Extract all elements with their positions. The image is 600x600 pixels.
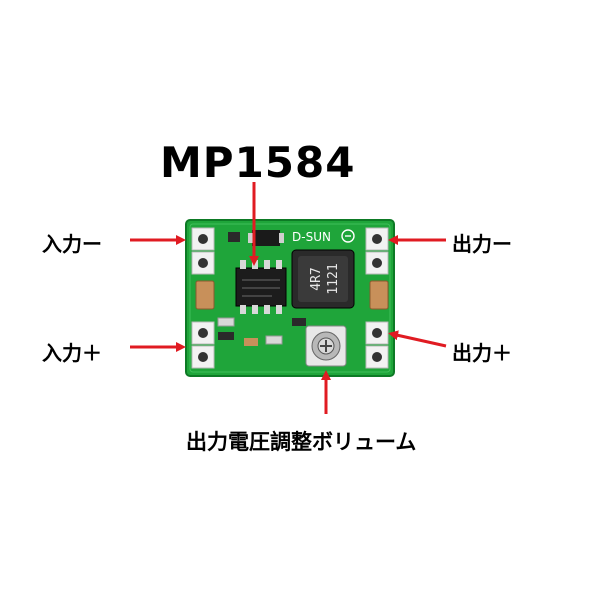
input-positive-label: 入力＋: [42, 341, 102, 365]
svg-text:1121: 1121: [326, 263, 341, 294]
output-positive-pads: [365, 321, 389, 369]
output-voltage-potentiometer: [305, 325, 347, 367]
input-negative-label: 入力ー: [42, 232, 102, 256]
output-negative-pads: [365, 227, 389, 275]
minus-symbol-icon: [341, 229, 355, 243]
input-capacitor: [195, 280, 215, 310]
output-capacitor: [369, 280, 389, 310]
mp1584-ic: [235, 260, 287, 314]
input-negative-pads: [191, 227, 215, 275]
voltage-adjust-label: 出力電圧調整ボリューム: [186, 430, 417, 454]
inductor: 4R7 1121: [291, 249, 355, 309]
output-negative-label: 出力ー: [452, 232, 512, 256]
pcb-board: [185, 219, 395, 377]
svg-text:4R7: 4R7: [309, 267, 324, 290]
arrow-output-positive: [388, 330, 447, 348]
input-positive-pads: [191, 321, 215, 369]
output-positive-label: 出力＋: [452, 341, 512, 365]
chip-name-title: MP1584: [160, 138, 356, 187]
brand-silkscreen: D-SUN: [292, 230, 331, 244]
